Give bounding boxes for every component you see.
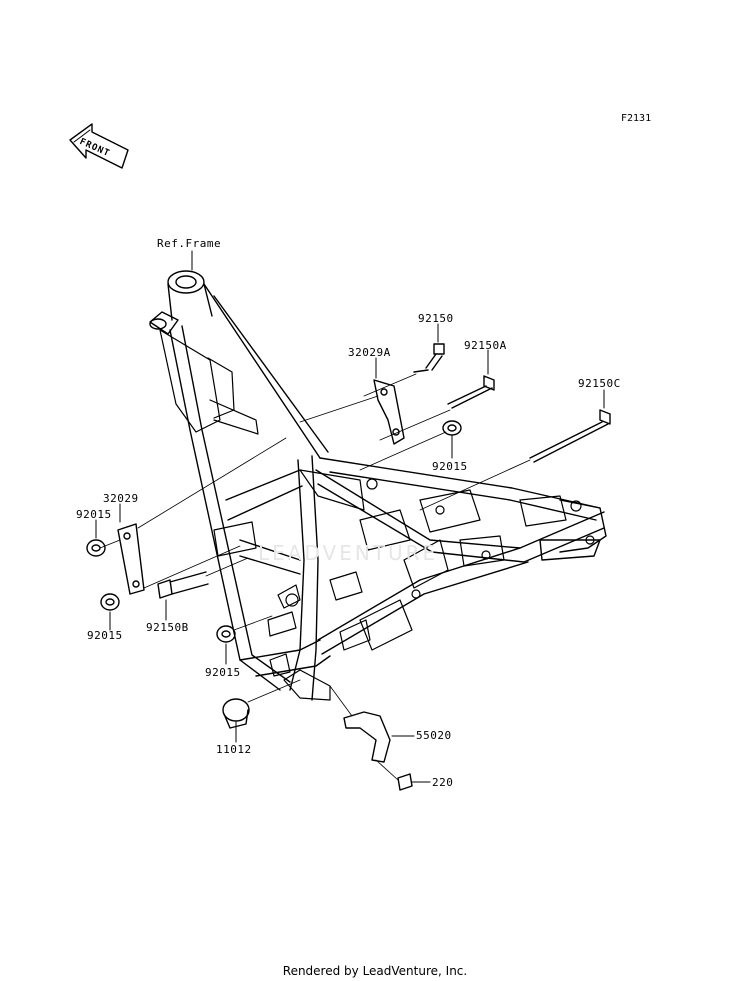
label-92150B: 92150B [146,621,189,634]
nut-92015-lower [100,593,120,611]
label-32029A: 32029A [348,346,391,359]
watermark: LEADVENTURE [258,541,439,565]
bolt-92150 [413,343,445,373]
front-arrow-icon [69,123,129,169]
label-11012: 11012 [216,743,252,756]
figure-code: F2131 [621,113,652,124]
footer-credit: Rendered by LeadVenture, Inc. [282,964,468,978]
label-32029: 32029 [103,492,139,505]
label-92015-mid: 92015 [205,666,241,679]
bolt-92150A [447,375,495,409]
alignment-lines [99,373,531,781]
label-92150C: 92150C [578,377,621,390]
leader-lines [95,250,605,783]
steering-head [149,270,213,335]
guard-55020 [343,711,391,763]
label-92150A: 92150A [464,339,507,352]
bolt-220 [397,773,413,791]
bolt-92150B [157,571,209,599]
label-55020: 55020 [416,729,452,742]
bracket-32029 [117,523,145,595]
nut-92015-upper [442,420,462,436]
label-92150: 92150 [418,312,454,325]
bolt-92150C [529,409,611,463]
label-92015-upper: 92015 [432,460,468,473]
nut-92015-left [86,539,106,557]
cap-11012 [222,698,250,729]
frame-main-tubes [169,283,607,701]
label-220: 220 [432,776,454,789]
frame-gussets [159,329,595,701]
label-92015-lower: 92015 [87,629,123,642]
nut-92015-mid [216,625,236,643]
label-92015-left: 92015 [76,508,112,521]
label-ref-frame: Ref.Frame [157,237,222,250]
